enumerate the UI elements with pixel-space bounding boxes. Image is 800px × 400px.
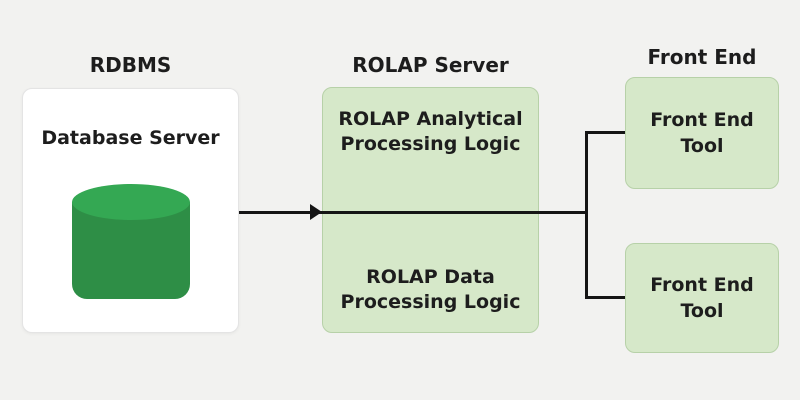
cylinder-top-ellipse [72, 184, 190, 220]
connector-db-to-frontend-line [239, 211, 588, 214]
front-end-tool-box-top: Front End Tool [625, 77, 779, 189]
rolap-server-box: ROLAP Analytical Processing Logic ROLAP … [322, 87, 539, 333]
database-cylinder-icon [72, 184, 190, 299]
connector-branch-top-line [585, 131, 625, 134]
connector-branch-bottom-line [585, 296, 625, 299]
rolap-data-processing-label: ROLAP Data Processing Logic [340, 266, 521, 313]
front-end-section-title: Front End [647, 45, 757, 69]
front-end-tool-label: Front End Tool [650, 109, 754, 157]
arrowhead-into-rolap-icon [310, 204, 322, 220]
front-end-tool-label: Front End Tool [650, 274, 754, 322]
rolap-analytical-processing-label: ROLAP Analytical Processing Logic [338, 108, 523, 155]
rdbms-section-title: RDBMS [89, 53, 172, 77]
rolap-server-section-title: ROLAP Server [352, 53, 509, 77]
database-server-box: Database Server [22, 88, 239, 333]
connector-frontend-vertical-line [585, 131, 588, 299]
front-end-tool-box-bottom: Front End Tool [625, 243, 779, 353]
database-server-label: Database Server [41, 127, 220, 149]
